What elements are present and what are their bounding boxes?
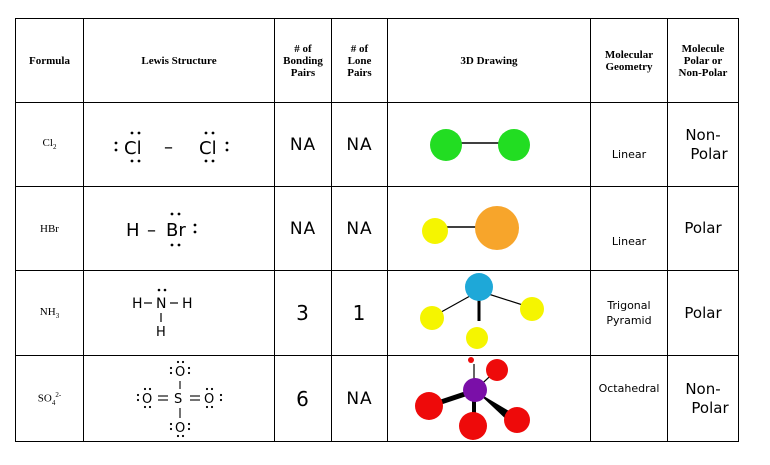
molecule-drawing-cl2 xyxy=(430,128,530,161)
bonding-pairs-cell: 3 xyxy=(274,270,332,356)
lewis-structure-cl2: Cl – Cl xyxy=(114,131,229,162)
atom-label: S xyxy=(174,392,182,407)
formula-cell: SO42- xyxy=(15,355,84,442)
polarity-cell: Polar xyxy=(667,186,739,271)
atom-label: Br xyxy=(166,220,186,241)
atom-ball xyxy=(486,359,508,381)
lewis-structure-so4: O O S O xyxy=(136,360,223,437)
atom-ball xyxy=(463,378,487,402)
table-row: SO42- O O S O xyxy=(15,355,739,442)
atom-label: O xyxy=(175,421,185,436)
atom-ball xyxy=(415,392,443,420)
polarity-cell: Non-Polar xyxy=(667,355,739,442)
atom-ball xyxy=(475,205,519,250)
geometry-cell: Octahedral xyxy=(590,355,668,442)
lewis-structure-cell: H N H H xyxy=(83,270,275,356)
polarity-cell: Polar xyxy=(667,270,739,356)
3d-drawing-cell xyxy=(387,102,591,187)
lone-pairs-cell: NA xyxy=(331,186,388,271)
bonding-pairs-cell: 6 xyxy=(274,355,332,442)
bonding-pairs-cell: NA xyxy=(274,102,332,187)
bonding-pairs-cell: NA xyxy=(274,186,332,271)
atom-label: H xyxy=(126,220,140,241)
geometry-cell: Linear xyxy=(590,186,668,271)
molecule-drawing-hbr xyxy=(422,205,519,250)
formula-cell: NH3 xyxy=(15,270,84,356)
lewis-structure-nh3: H N H H xyxy=(132,288,193,340)
3d-drawing-cell xyxy=(387,355,591,442)
3d-drawing-cell xyxy=(387,270,591,356)
atom-ball xyxy=(498,128,530,161)
atom-ball xyxy=(520,297,544,321)
formula-cell: HBr xyxy=(15,186,84,271)
header-formula: Formula xyxy=(15,18,84,103)
table-row: NH3 H N H H 3 1 xyxy=(15,270,739,356)
atom-ball xyxy=(420,306,444,330)
molecule-drawing-nh3 xyxy=(420,273,544,349)
lone-pairs-cell: NA xyxy=(331,355,388,442)
atom-label: H xyxy=(132,296,143,312)
lewis-structure-cell: Cl – Cl xyxy=(83,102,275,187)
formula-cell: Cl2 xyxy=(15,102,84,187)
table-row: Cl2 Cl – Cl NA NA Linea xyxy=(15,102,739,187)
atom-label: Cl xyxy=(199,138,217,159)
molecule-drawing-so4 xyxy=(415,357,530,440)
bond-symbol: – xyxy=(164,137,173,158)
3d-drawing-cell xyxy=(387,186,591,271)
atom-label: H xyxy=(156,325,166,340)
atom-label: H xyxy=(182,296,193,312)
atom-ball xyxy=(465,273,493,301)
lone-pairs-cell: NA xyxy=(331,102,388,187)
atom-label: O xyxy=(204,392,214,407)
lone-pairs-cell: 1 xyxy=(331,270,388,356)
lewis-structure-hbr: H – Br xyxy=(126,212,197,246)
bond-symbol: – xyxy=(147,220,156,241)
atom-label: Cl xyxy=(124,138,142,159)
table-row: HBr H – Br NA NA Linear Polar xyxy=(15,186,739,271)
atom-ball xyxy=(422,217,448,244)
atom-ball xyxy=(430,128,462,161)
header-3d-drawing: 3D Drawing xyxy=(387,18,591,103)
polarity-cell: Non-Polar xyxy=(667,102,739,187)
lewis-structure-cell: O O S O xyxy=(83,355,275,442)
geometry-cell: Linear xyxy=(590,102,668,187)
atom-label: O xyxy=(175,365,185,380)
atom-ball xyxy=(466,327,488,349)
atom-label: O xyxy=(142,392,152,407)
atom-ball xyxy=(504,407,530,433)
header-lewis-structure: Lewis Structure xyxy=(83,18,275,103)
atom-ball xyxy=(459,412,487,440)
atom-label: N xyxy=(156,296,166,312)
lewis-structure-cell: H – Br xyxy=(83,186,275,271)
